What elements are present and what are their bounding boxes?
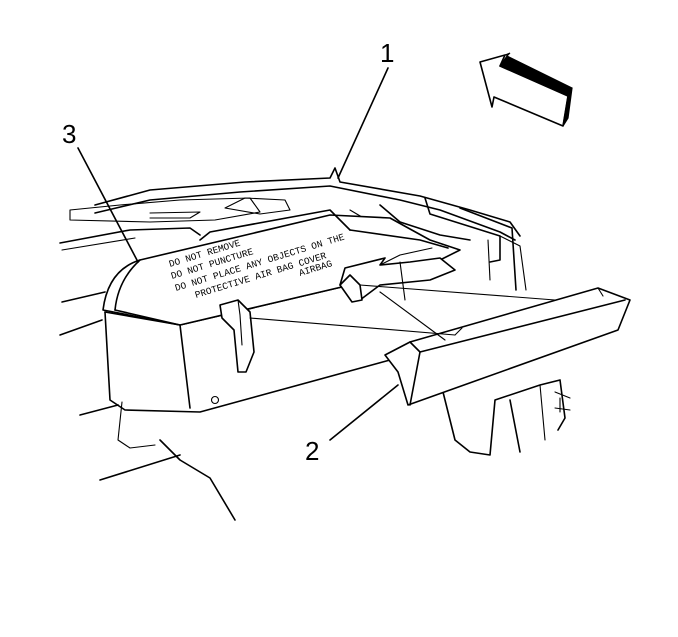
- callout-leaders: [77, 67, 399, 441]
- leader-line-3: [77, 147, 139, 263]
- callout-2: 2: [305, 436, 319, 466]
- forward-arrow-icon: [479, 52, 573, 127]
- callout-3: 3: [62, 119, 76, 149]
- airbag-module: DO NOT REMOVE DO NOT PUNCTURE DO NOT PLA…: [102, 209, 461, 373]
- retainer-bracket: [249, 284, 631, 406]
- leader-line-1: [337, 67, 389, 179]
- leader-line-2: [329, 384, 399, 441]
- dashboard-structure: [59, 167, 527, 336]
- callout-1: 1: [380, 38, 394, 68]
